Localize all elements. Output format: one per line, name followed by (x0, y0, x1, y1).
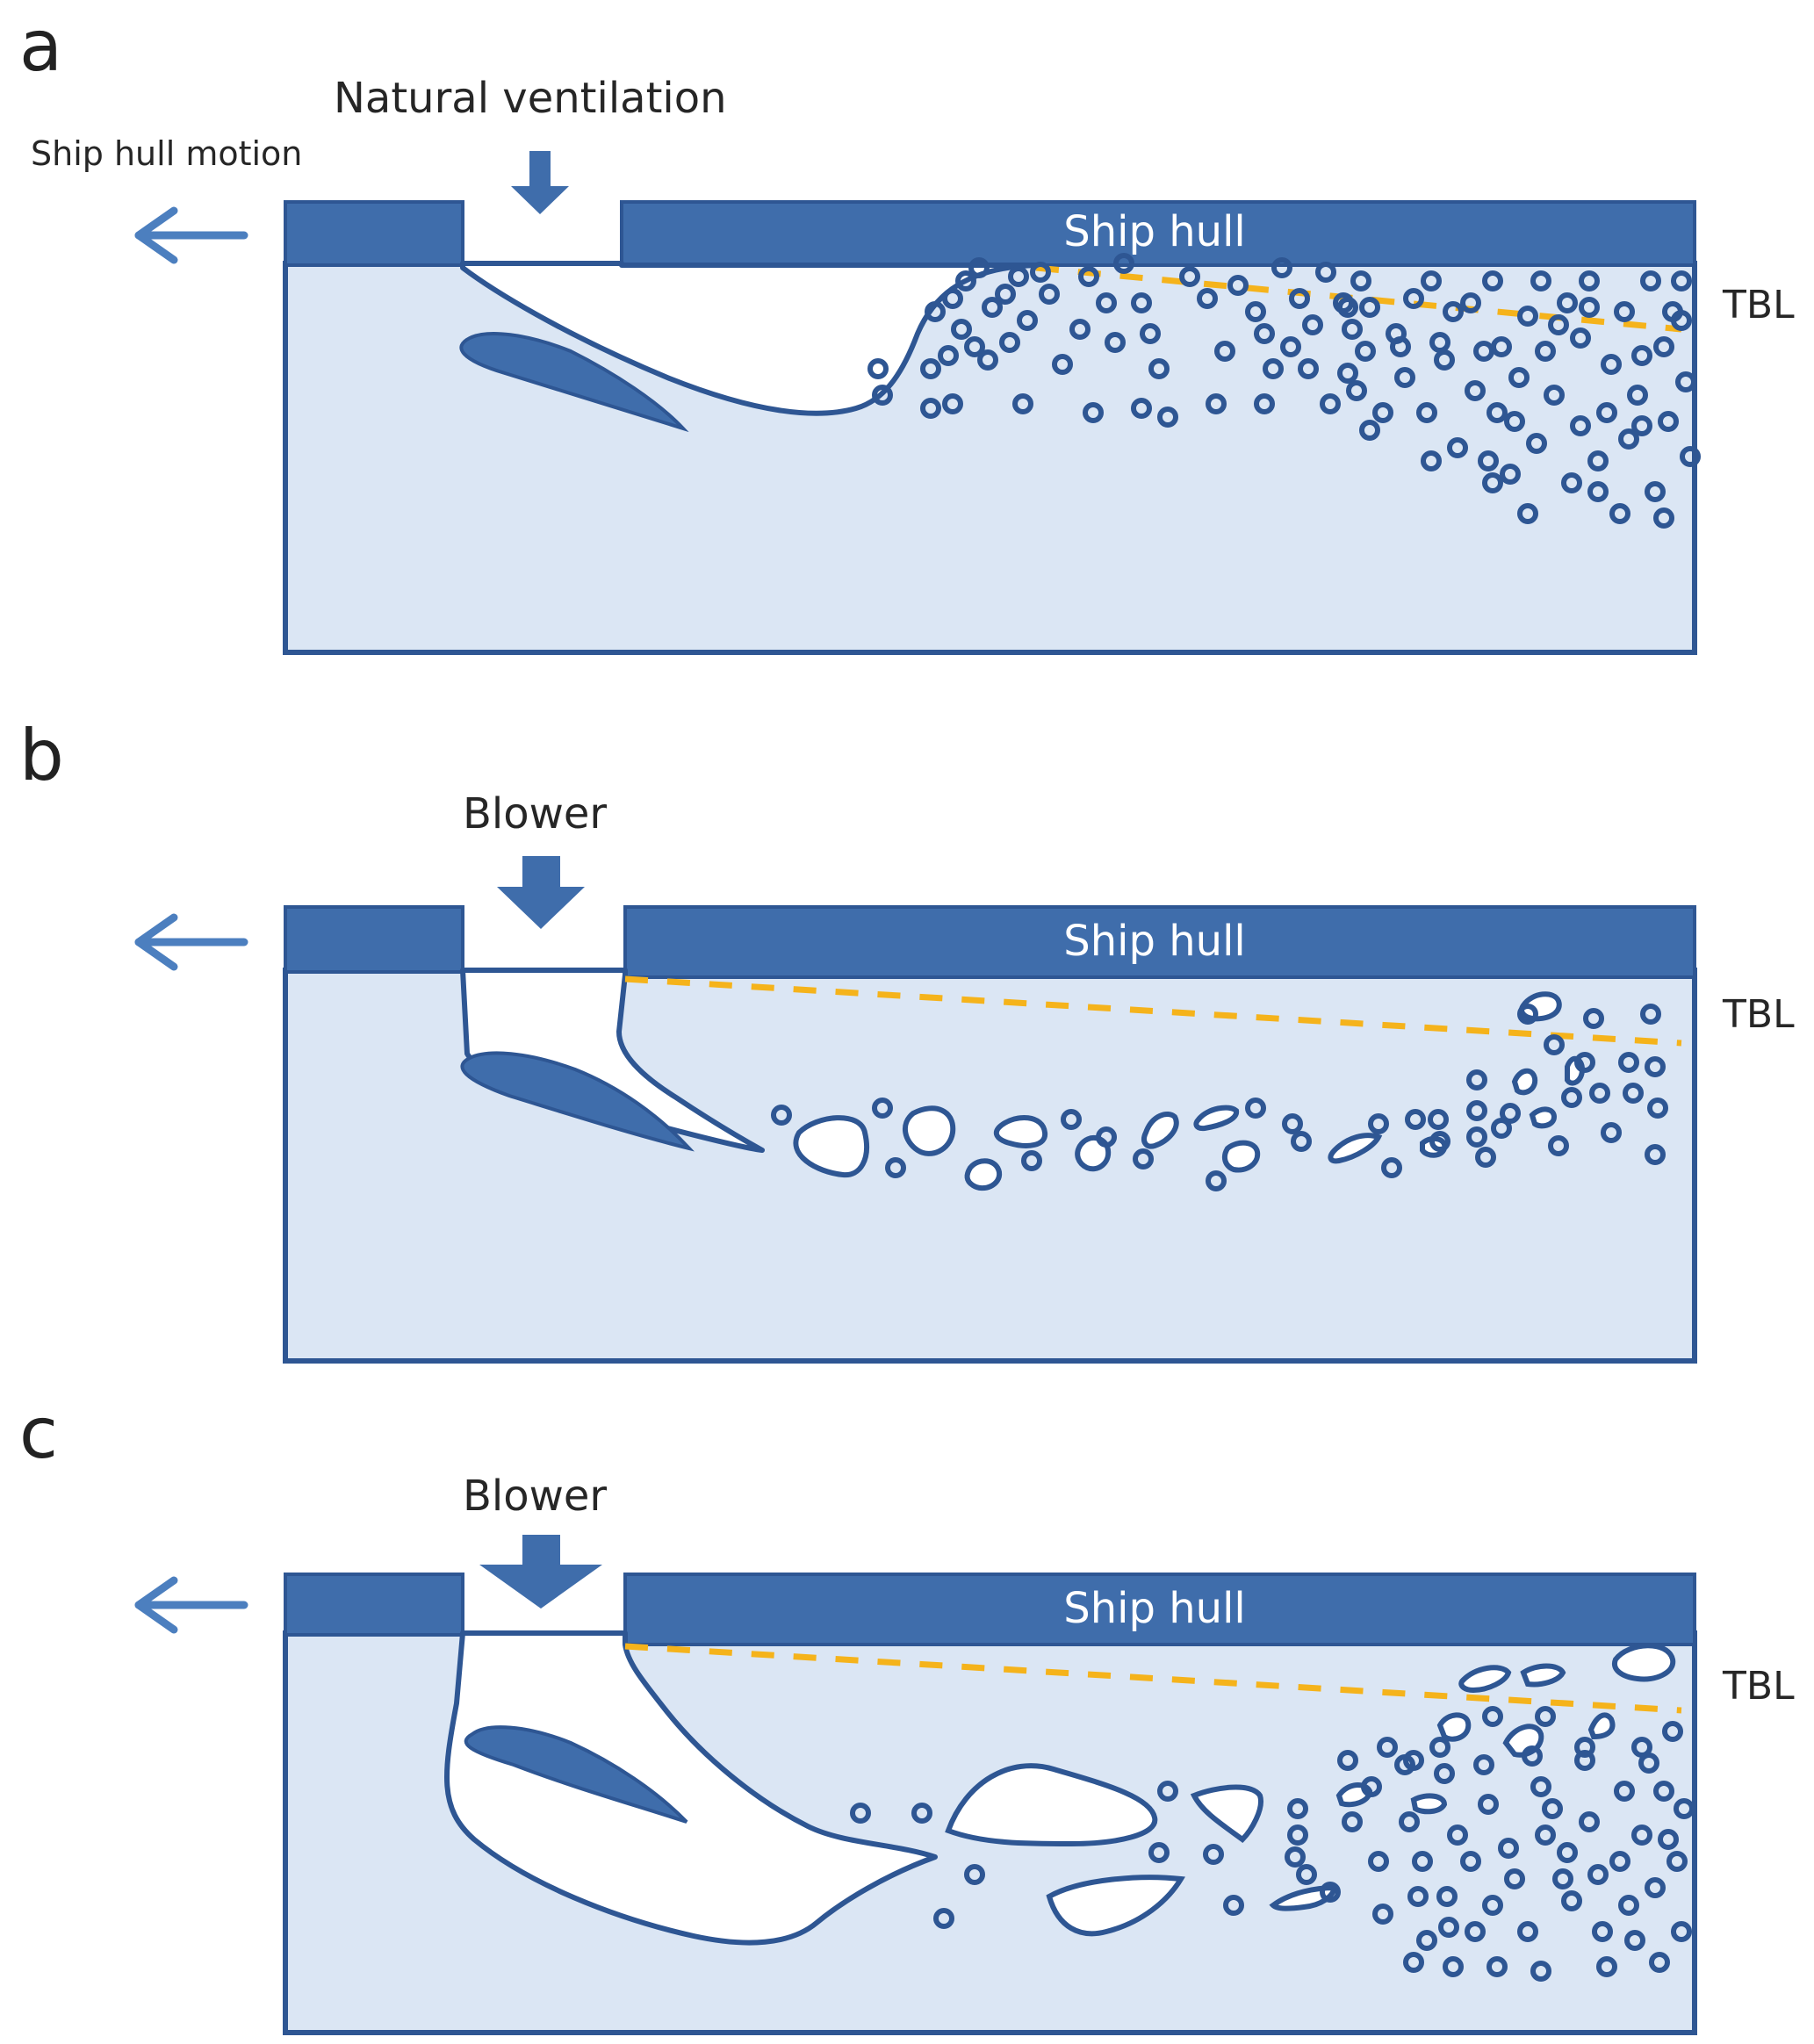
hull-bow-block (284, 1573, 464, 1637)
natural-ventilation-label: Natural ventilation (334, 74, 727, 123)
panel-letter-b: b (19, 715, 64, 796)
hull-main-block (623, 905, 1696, 979)
bubble-cloud (867, 253, 1701, 529)
bubble-cloud (850, 1643, 1695, 1982)
hull-main-block (620, 200, 1696, 267)
hull-main-block (623, 1573, 1696, 1646)
motion-arrow-icon (134, 206, 248, 264)
blower-label: Blower (463, 789, 607, 838)
ship-hull-motion-label: Ship hull motion (31, 134, 302, 173)
panel-a: a Natural ventilation Ship hull motion S… (19, 5, 1795, 655)
air-cavity (443, 1630, 938, 1946)
ship-hull-label: Ship hull (1063, 917, 1245, 966)
panel-b: b Blower Ship hull TBL (19, 715, 1795, 1364)
down-arrow-icon (511, 151, 569, 214)
panel-letter-c: c (19, 1393, 58, 1474)
panel-c: c Blower Ship hull TBL (19, 1393, 1795, 2035)
hydrofoil (460, 1051, 695, 1152)
ship-hull-label: Ship hull (1063, 207, 1245, 256)
hull-bow-block (284, 905, 464, 974)
hull-bow-block (284, 200, 464, 267)
hydrofoil (464, 1725, 688, 1824)
tbl-label: TBL (1722, 1664, 1795, 1709)
panel-letter-a: a (19, 5, 62, 87)
tbl-boundary-line (624, 1643, 1682, 1714)
blower-arrow-icon (479, 1535, 602, 1609)
tbl-label: TBL (1722, 283, 1795, 327)
motion-arrow-icon (134, 1576, 248, 1634)
motion-arrow-icon (134, 913, 248, 971)
hydrofoil (459, 332, 689, 433)
tbl-boundary-line (624, 975, 1682, 1047)
ship-hull-label: Ship hull (1063, 1584, 1245, 1633)
blower-label: Blower (463, 1472, 607, 1521)
bubble-cloud (771, 991, 1668, 1191)
tbl-label: TBL (1722, 992, 1795, 1037)
blower-arrow-icon (497, 856, 585, 929)
